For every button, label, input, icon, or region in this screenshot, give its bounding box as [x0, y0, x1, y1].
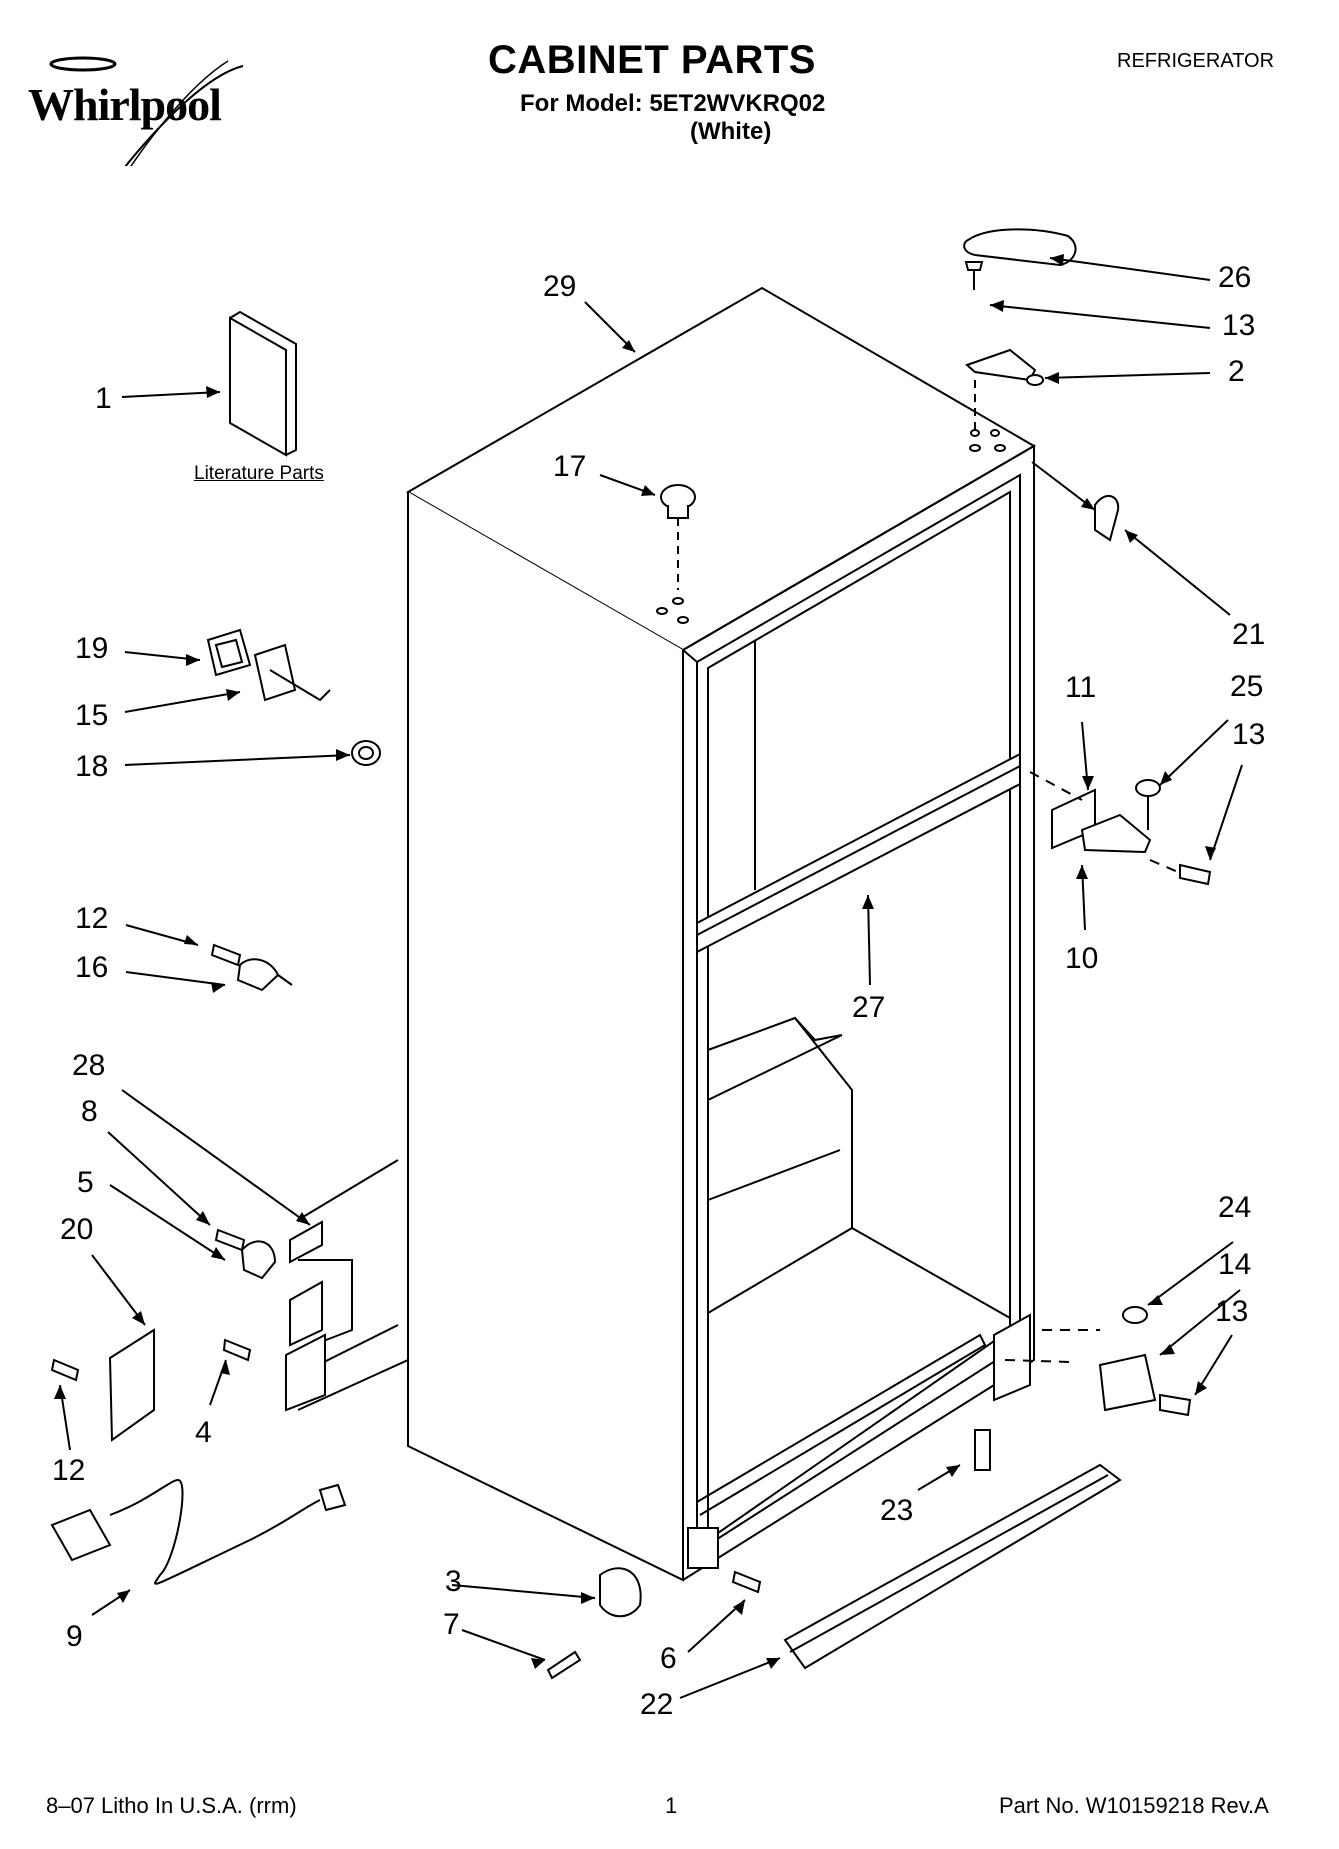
- power-cord: [50, 1478, 347, 1585]
- callout-29: 29: [543, 270, 577, 303]
- literature-parts-label: Literature Parts: [194, 463, 324, 484]
- callout-12-lower: 12: [52, 1454, 86, 1487]
- callout-13-middle: 13: [1232, 718, 1266, 751]
- page-number: 1: [665, 1793, 678, 1818]
- toe-grille: [783, 1463, 1122, 1670]
- callout-25: 25: [1230, 670, 1264, 703]
- callout-18: 18: [75, 750, 109, 783]
- callout-8: 8: [81, 1095, 98, 1128]
- model-number: For Model: 5ET2WVKRQ02: [520, 90, 826, 117]
- liner-detail: [707, 640, 1011, 1319]
- callout-14: 14: [1218, 1248, 1252, 1281]
- callout-21: 21: [1232, 618, 1266, 651]
- callout-28: 28: [72, 1049, 106, 1082]
- hinge-cover: [963, 228, 1077, 267]
- callout-20: 20: [60, 1213, 94, 1246]
- callout-13-top: 13: [1222, 309, 1256, 342]
- callout-3: 3: [445, 1565, 462, 1598]
- callout-11: 11: [1065, 671, 1097, 704]
- callout-13-bottom: 13: [1215, 1295, 1249, 1328]
- page-title: CABINET PARTS: [488, 38, 816, 82]
- callout-22: 22: [640, 1688, 674, 1721]
- callout-5: 5: [77, 1166, 94, 1199]
- callout-10: 10: [1065, 942, 1099, 975]
- callout-6: 6: [660, 1642, 677, 1675]
- cabinet-shell: [405, 286, 1036, 1582]
- callout-24: 24: [1218, 1191, 1252, 1224]
- hole-plug: [660, 484, 696, 590]
- callout-9: 9: [66, 1620, 83, 1653]
- callout-17: 17: [553, 450, 587, 483]
- callout-27: 27: [852, 991, 886, 1024]
- callout-19: 19: [75, 632, 109, 665]
- callout-7: 7: [443, 1608, 460, 1641]
- callout-15: 15: [75, 699, 109, 732]
- callout-26: 26: [1218, 261, 1252, 294]
- callout-12-upper: 12: [75, 902, 109, 935]
- callout-23: 23: [880, 1494, 914, 1527]
- part-number: Part No. W10159218 Rev.A: [999, 1793, 1269, 1818]
- callout-16: 16: [75, 951, 109, 984]
- brand-name: Whirlpool: [28, 79, 222, 130]
- print-info: 8–07 Litho In U.S.A. (rrm): [46, 1793, 297, 1818]
- color-variant: (White): [690, 118, 772, 145]
- arrow-heads: [54, 254, 1216, 1669]
- brand-logo: Whirlpool: [28, 56, 244, 166]
- callout-1: 1: [95, 382, 112, 415]
- callout-2: 2: [1228, 355, 1245, 388]
- callout-4: 4: [195, 1416, 212, 1449]
- divider-rail: [696, 752, 1021, 954]
- literature-booklet: [229, 310, 297, 457]
- product-category: REFRIGERATOR: [1117, 50, 1275, 72]
- logo-swoosh-icon: [49, 56, 244, 166]
